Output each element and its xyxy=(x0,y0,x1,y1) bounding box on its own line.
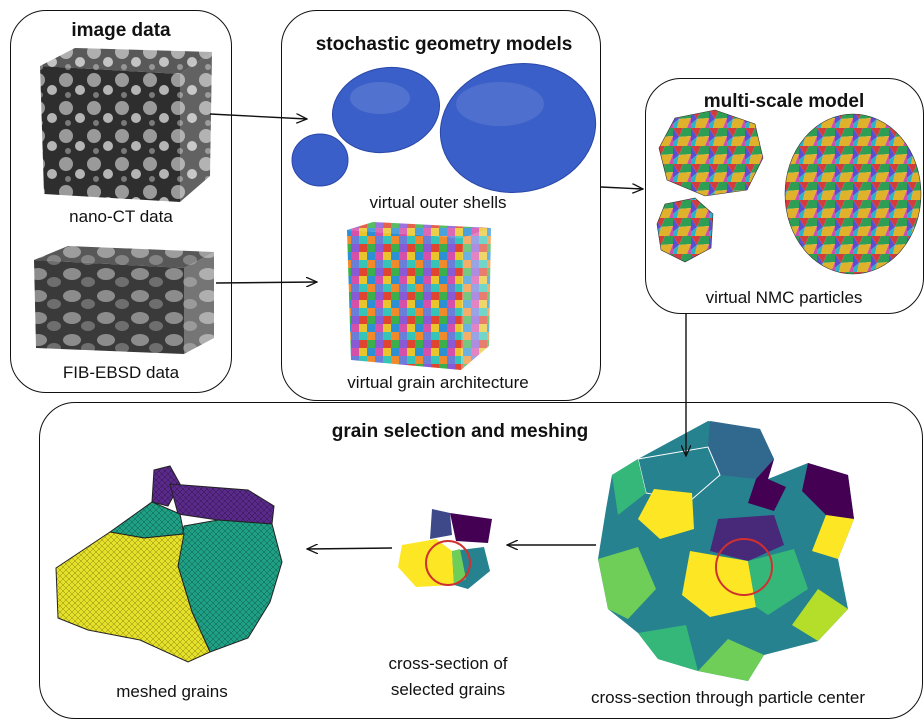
panel-title-meshing: grain selection and meshing xyxy=(331,421,589,442)
meshed-grains-caption: meshed grains xyxy=(116,682,228,701)
fib-ebsd-caption: FIB-EBSD data xyxy=(62,363,180,382)
selected-grains-caption-line1: cross-section of xyxy=(388,654,508,673)
arrow-fib-to-grain-architecture xyxy=(215,282,317,283)
virtual-grain-architecture-caption: virtual grain architecture xyxy=(347,373,529,392)
virtual-outer-shells-image xyxy=(291,63,597,193)
virtual-outer-shells-caption: virtual outer shells xyxy=(369,193,507,212)
fib-ebsd-block-image xyxy=(34,246,214,354)
panel-title-image-data: image data xyxy=(71,20,171,41)
panel-title-stochastic: stochastic geometry models xyxy=(315,34,573,55)
arrow-nano-ct-to-shells xyxy=(209,113,307,119)
arrow-selected-to-meshed xyxy=(307,548,393,549)
virtual-nmc-particles-image xyxy=(656,109,922,275)
cross-section-particle-center-caption: cross-section through particle center xyxy=(590,688,866,707)
virtual-grain-architecture-image xyxy=(347,222,491,370)
selected-grains-caption-line2: selected grains xyxy=(390,680,506,699)
virtual-nmc-particles-caption: virtual NMC particles xyxy=(705,288,863,307)
panel-title-multiscale: multi-scale model xyxy=(703,91,865,112)
arrow-stochastic-to-multiscale xyxy=(600,187,643,189)
meshed-grains-image xyxy=(55,465,283,663)
nano-ct-caption: nano-CT data xyxy=(69,207,173,226)
cross-section-particle-center-image xyxy=(598,421,854,681)
nano-ct-cube-image xyxy=(40,48,212,202)
selected-grains-cross-section-image xyxy=(398,509,492,589)
